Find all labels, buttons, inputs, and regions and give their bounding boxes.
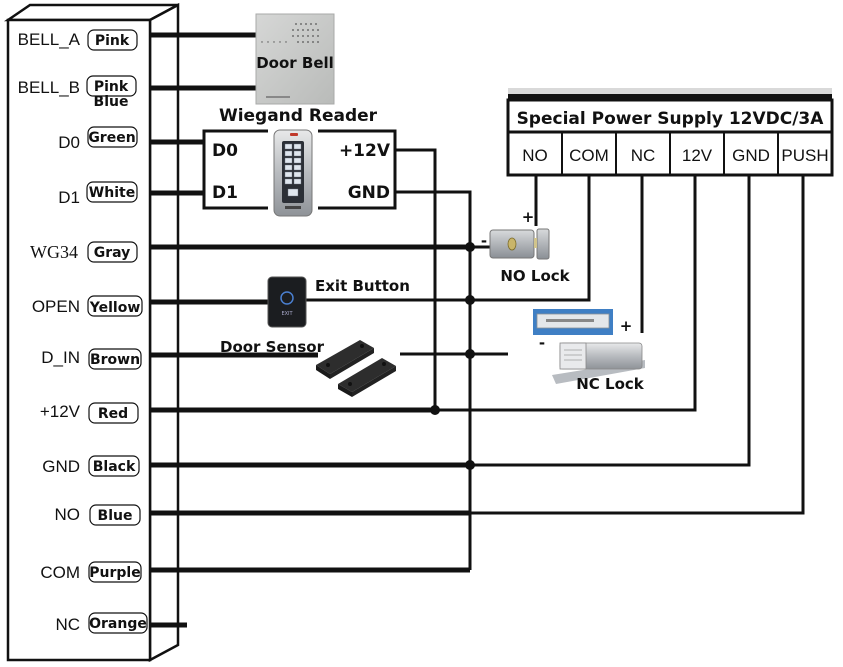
psu-terminal-push: PUSH	[781, 146, 828, 165]
wire-psu-push	[470, 175, 805, 515]
door-bell: Door Bell	[255, 13, 335, 105]
terminal-nc: NC	[55, 615, 80, 634]
wire-color-black: Black	[93, 459, 136, 475]
wire-reader-gnd	[395, 190, 472, 570]
wiegand-reader: Wiegand Reader D0 D1 +12V GND	[202, 106, 397, 217]
door-sensor-label: Door Sensor	[220, 338, 325, 356]
reader-d0-label: D0	[212, 141, 238, 161]
wire-color-green: Green	[88, 130, 135, 146]
nc-lock: + - NC Lock	[533, 309, 645, 393]
door-bell-brand-mark	[266, 96, 290, 98]
no-lock-minus: -	[481, 232, 487, 250]
wire-color-blue: Blue	[94, 94, 129, 110]
junction-dot	[465, 460, 475, 470]
door-sensor: Door Sensor	[220, 338, 396, 397]
psu-terminal-gnd: GND	[732, 146, 770, 165]
wire-color-badges	[86, 29, 148, 634]
exit-button: EXIT Exit Button	[267, 276, 410, 328]
nc-lock-label: NC Lock	[576, 375, 645, 393]
junction-dot	[430, 405, 440, 415]
reader-title: Wiegand Reader	[219, 106, 378, 126]
psu-terminal-com: COM	[569, 146, 609, 165]
no-lock-label: NO Lock	[500, 267, 570, 285]
terminal-12v: +12V	[40, 402, 81, 421]
terminal-wg34: WG34	[30, 242, 78, 262]
terminal-gnd: GND	[42, 457, 80, 476]
no-lock-image	[489, 228, 550, 260]
terminal-d0: D0	[58, 133, 80, 152]
wire-color-gray: Gray	[94, 245, 131, 261]
wire-color-yellow: Yellow	[89, 300, 141, 316]
exit-button-face-text: EXIT	[281, 311, 293, 317]
wire-psu-gnd	[470, 175, 751, 467]
keypad-device-image	[273, 129, 313, 217]
door-bell-speaker-grille	[261, 23, 319, 43]
terminal-no: NO	[55, 505, 81, 524]
wire-color-pink: Pink	[94, 79, 129, 95]
wire-color-blue: Blue	[98, 508, 133, 524]
door-bell-label: Door Bell	[256, 54, 334, 72]
nc-lock-plus: +	[620, 317, 633, 335]
wires	[150, 32, 805, 628]
wire-color-labels: Pink Pink Blue Green White Gray Yellow B…	[88, 33, 147, 632]
wire-color-white: White	[89, 185, 135, 201]
junction-dot	[465, 349, 475, 359]
terminal-open: OPEN	[32, 297, 80, 316]
controller-box	[3, 2, 180, 663]
terminal-d1: D1	[58, 188, 80, 207]
wire-color-red: Red	[98, 406, 128, 422]
terminal-bell-a: BELL_A	[18, 30, 81, 49]
wire-psu-com	[470, 175, 591, 302]
magnetic-lock-image	[533, 309, 613, 335]
controller-terminal-labels: BELL_A BELL_B D0 D1 WG34 OPEN D_IN +12V …	[18, 30, 81, 634]
reader-d1-label: D1	[212, 183, 238, 203]
psu-title: Special Power Supply 12VDC/3A	[517, 109, 825, 129]
bolt-lock-image	[552, 342, 645, 384]
junction-dot	[465, 242, 475, 252]
psu-terminal-no: NO	[522, 146, 548, 165]
reader-12v-label: +12V	[339, 141, 391, 161]
no-lock-plus: +	[522, 208, 535, 226]
junction-dot	[465, 295, 475, 305]
exit-button-label: Exit Button	[315, 277, 410, 295]
wire-color-pink: Pink	[95, 33, 130, 49]
reader-gnd-label: GND	[348, 183, 390, 203]
hand-icon	[280, 291, 294, 305]
psu-terminal-nc: NC	[631, 146, 656, 165]
terminal-d-in: D_IN	[41, 348, 80, 367]
nc-lock-minus: -	[539, 334, 545, 352]
wire-color-orange: Orange	[89, 616, 147, 632]
no-lock: + - NO Lock	[481, 208, 571, 285]
door-bell-image	[255, 13, 335, 105]
door-sensor-image	[316, 340, 396, 397]
wire-reader-12v	[395, 148, 437, 410]
wire-color-brown: Brown	[90, 352, 140, 368]
terminal-com: COM	[40, 563, 80, 582]
power-supply: Special Power Supply 12VDC/3A NO COM NC …	[506, 88, 834, 177]
wire-psu-12v	[435, 175, 697, 412]
psu-terminal-12v: 12V	[682, 146, 713, 165]
terminal-bell-b: BELL_B	[18, 78, 80, 97]
wire-color-purple: Purple	[89, 565, 140, 581]
junction-dots	[430, 242, 475, 470]
exit-button-image	[267, 276, 307, 328]
